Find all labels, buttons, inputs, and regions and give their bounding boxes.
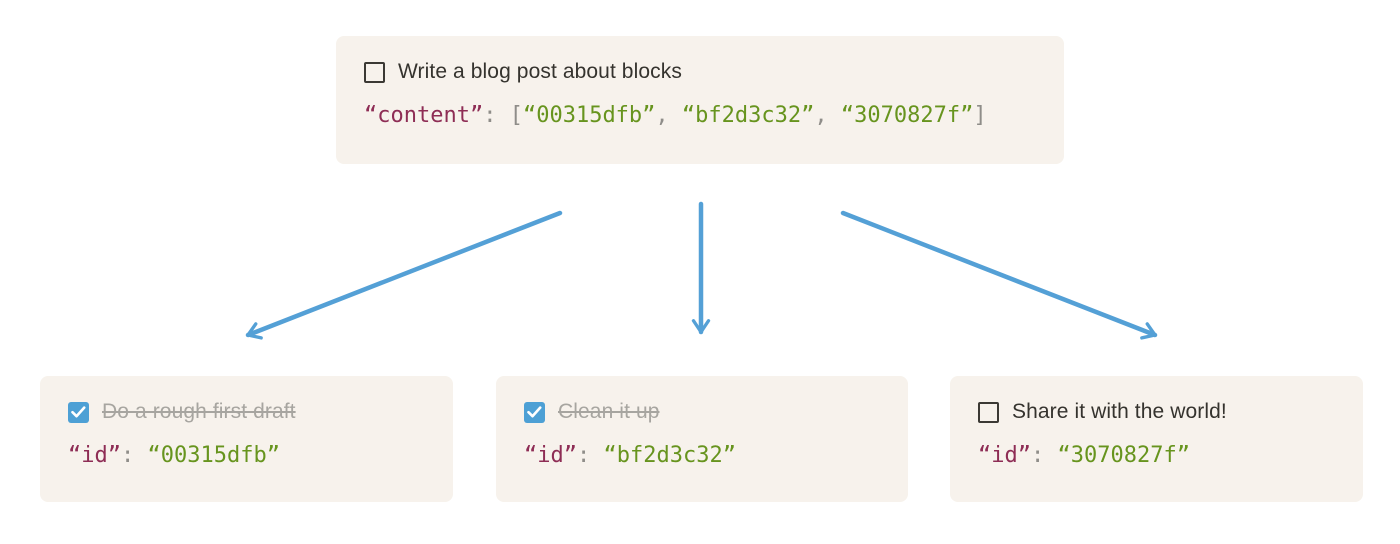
child-code-line: “id”: “3070827f” [978, 441, 1335, 471]
code-segment-value: “3070827f” [1057, 443, 1190, 468]
code-segment-punct: ] [973, 103, 987, 128]
code-segment-key: “id” [68, 443, 121, 468]
code-segment-punct: : [483, 103, 510, 128]
checkbox-unchecked-icon[interactable] [978, 401, 999, 423]
child-todo-title: Share it with the world! [1012, 400, 1227, 423]
child-todo-row: Share it with the world! [978, 399, 1335, 425]
code-segment-punct: [ [509, 103, 523, 128]
parent-todo-title: Write a blog post about blocks [398, 60, 682, 83]
parent-code-line: “content”: [“00315dfb”, “bf2d3c32”, “307… [364, 101, 1036, 131]
code-segment-value: “00315dfb” [147, 443, 280, 468]
code-segment-punct: : [120, 443, 148, 468]
code-segment-punct: : [1030, 443, 1058, 468]
child-todo-title: Do a rough first draft [102, 400, 296, 423]
arrow-line [840, 210, 1158, 340]
code-segment-value: “bf2d3c32” [603, 443, 736, 468]
child-block-card: Share it with the world! “id”: “3070827f… [950, 376, 1363, 502]
checkbox-unchecked-icon[interactable] [364, 61, 385, 83]
parent-todo-row: Write a blog post about blocks [364, 59, 1036, 85]
checkbox-checked-icon[interactable] [524, 401, 545, 423]
code-segment-key: “id” [978, 443, 1031, 468]
child-code-line: “id”: “00315dfb” [68, 441, 425, 471]
parent-to-children-arrows [245, 201, 1158, 340]
child-block-card: Do a rough first draft “id”: “00315dfb” [40, 376, 453, 502]
code-segment-value: “bf2d3c32” [681, 103, 815, 128]
arrow-line [245, 210, 563, 340]
code-segment-value: “00315dfb” [522, 103, 656, 128]
code-segment-punct: , [655, 103, 682, 128]
checkmark-icon [71, 406, 86, 418]
code-segment-key: “content” [364, 103, 484, 128]
child-todo-row: Clean it up [524, 399, 880, 425]
child-code-line: “id”: “bf2d3c32” [524, 441, 880, 471]
checkbox-checked-icon[interactable] [68, 401, 89, 423]
code-segment-value: “3070827f” [840, 103, 974, 128]
parent-block-card: Write a blog post about blocks “content”… [336, 36, 1064, 164]
code-segment-key: “id” [524, 443, 577, 468]
child-block-card: Clean it up “id”: “bf2d3c32” [496, 376, 908, 502]
code-segment-punct: : [576, 443, 604, 468]
checkmark-icon [527, 406, 542, 418]
code-segment-punct: , [814, 103, 841, 128]
child-todo-title: Clean it up [558, 400, 660, 423]
child-todo-row: Do a rough first draft [68, 399, 425, 425]
